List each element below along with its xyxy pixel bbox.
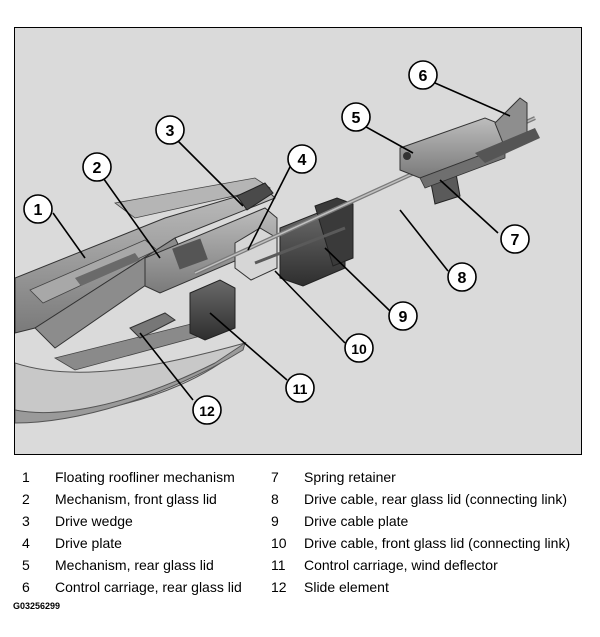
leader-line-1 — [52, 212, 86, 259]
legend-text: Mechanism, front glass lid — [55, 491, 217, 507]
callout-7: 7 — [500, 224, 530, 254]
legend-text: Drive cable plate — [304, 513, 409, 529]
leader-line-12 — [139, 332, 194, 401]
svg-text:6: 6 — [419, 68, 428, 85]
svg-text:10: 10 — [351, 341, 367, 357]
callouts: 1 2 3 4 5 6 7 — [23, 60, 530, 425]
leader-line-7 — [439, 179, 499, 234]
leader-line-10 — [274, 270, 346, 344]
callout-8: 8 — [447, 262, 477, 292]
legend-num: 7 — [271, 469, 279, 485]
legend-num: 5 — [22, 557, 30, 573]
callout-5: 5 — [341, 102, 371, 132]
legend-text: Slide element — [304, 579, 389, 595]
legend-num: 9 — [271, 513, 279, 529]
legend-text: Drive cable, front glass lid (connecting… — [304, 535, 571, 551]
legend-num: 11 — [271, 557, 286, 573]
callout-4: 4 — [287, 144, 317, 174]
legend-num: 12 — [271, 579, 287, 595]
legend-num: 4 — [22, 535, 30, 551]
mechanism-illustration: 1 2 3 4 5 6 7 — [15, 28, 581, 454]
svg-text:7: 7 — [511, 232, 520, 249]
svg-text:1: 1 — [34, 202, 43, 219]
slide-rail-part — [15, 317, 247, 424]
svg-text:8: 8 — [458, 270, 467, 287]
legend: 1 Floating roofliner mechanism 2 Mechani… — [0, 466, 600, 606]
callout-1: 1 — [23, 194, 53, 224]
exploded-diagram: 1 2 3 4 5 6 7 — [14, 27, 582, 455]
leader-line-4 — [247, 162, 293, 251]
leader-lines — [52, 82, 511, 401]
legend-text: Drive cable, rear glass lid (connecting … — [304, 491, 567, 507]
callout-10: 10 — [344, 333, 374, 363]
legend-text: Control carriage, wind deflector — [304, 557, 498, 573]
legend-num: 6 — [22, 579, 30, 595]
svg-text:11: 11 — [293, 381, 308, 397]
leader-line-9 — [324, 247, 391, 312]
legend-text: Floating roofliner mechanism — [55, 469, 235, 485]
legend-num: 2 — [22, 491, 30, 507]
callout-9: 9 — [388, 301, 418, 331]
svg-text:5: 5 — [352, 110, 361, 127]
legend-num: 3 — [22, 513, 30, 529]
legend-num: 10 — [271, 535, 287, 551]
drive-wedge-part — [236, 182, 274, 211]
leader-line-8 — [399, 209, 449, 272]
leader-line-3 — [174, 137, 244, 207]
slide-element-part — [129, 312, 176, 339]
legend-text: Drive wedge — [55, 513, 133, 529]
leader-line-2 — [100, 174, 161, 259]
legend-text: Drive plate — [55, 535, 122, 551]
svg-text:3: 3 — [166, 123, 175, 140]
leader-line-6 — [434, 82, 511, 117]
control-carriage-rear-part — [475, 97, 540, 163]
callout-3: 3 — [155, 115, 185, 145]
callout-2: 2 — [82, 152, 112, 182]
svg-text:9: 9 — [399, 309, 408, 326]
leader-line-11 — [209, 312, 288, 381]
svg-text:2: 2 — [93, 160, 102, 177]
legend-text: Spring retainer — [304, 469, 396, 485]
legend-num: 8 — [271, 491, 279, 507]
figure-code: G03256299 — [13, 601, 61, 611]
legend-num: 1 — [22, 469, 30, 485]
callout-12: 12 — [192, 395, 222, 425]
legend-text: Mechanism, rear glass lid — [55, 557, 214, 573]
legend-text: Control carriage, rear glass lid — [55, 579, 242, 595]
leader-line-5 — [358, 122, 414, 154]
callout-11: 11 — [285, 373, 315, 403]
callout-6: 6 — [408, 60, 438, 90]
svg-text:12: 12 — [199, 403, 215, 419]
svg-text:4: 4 — [298, 152, 307, 169]
